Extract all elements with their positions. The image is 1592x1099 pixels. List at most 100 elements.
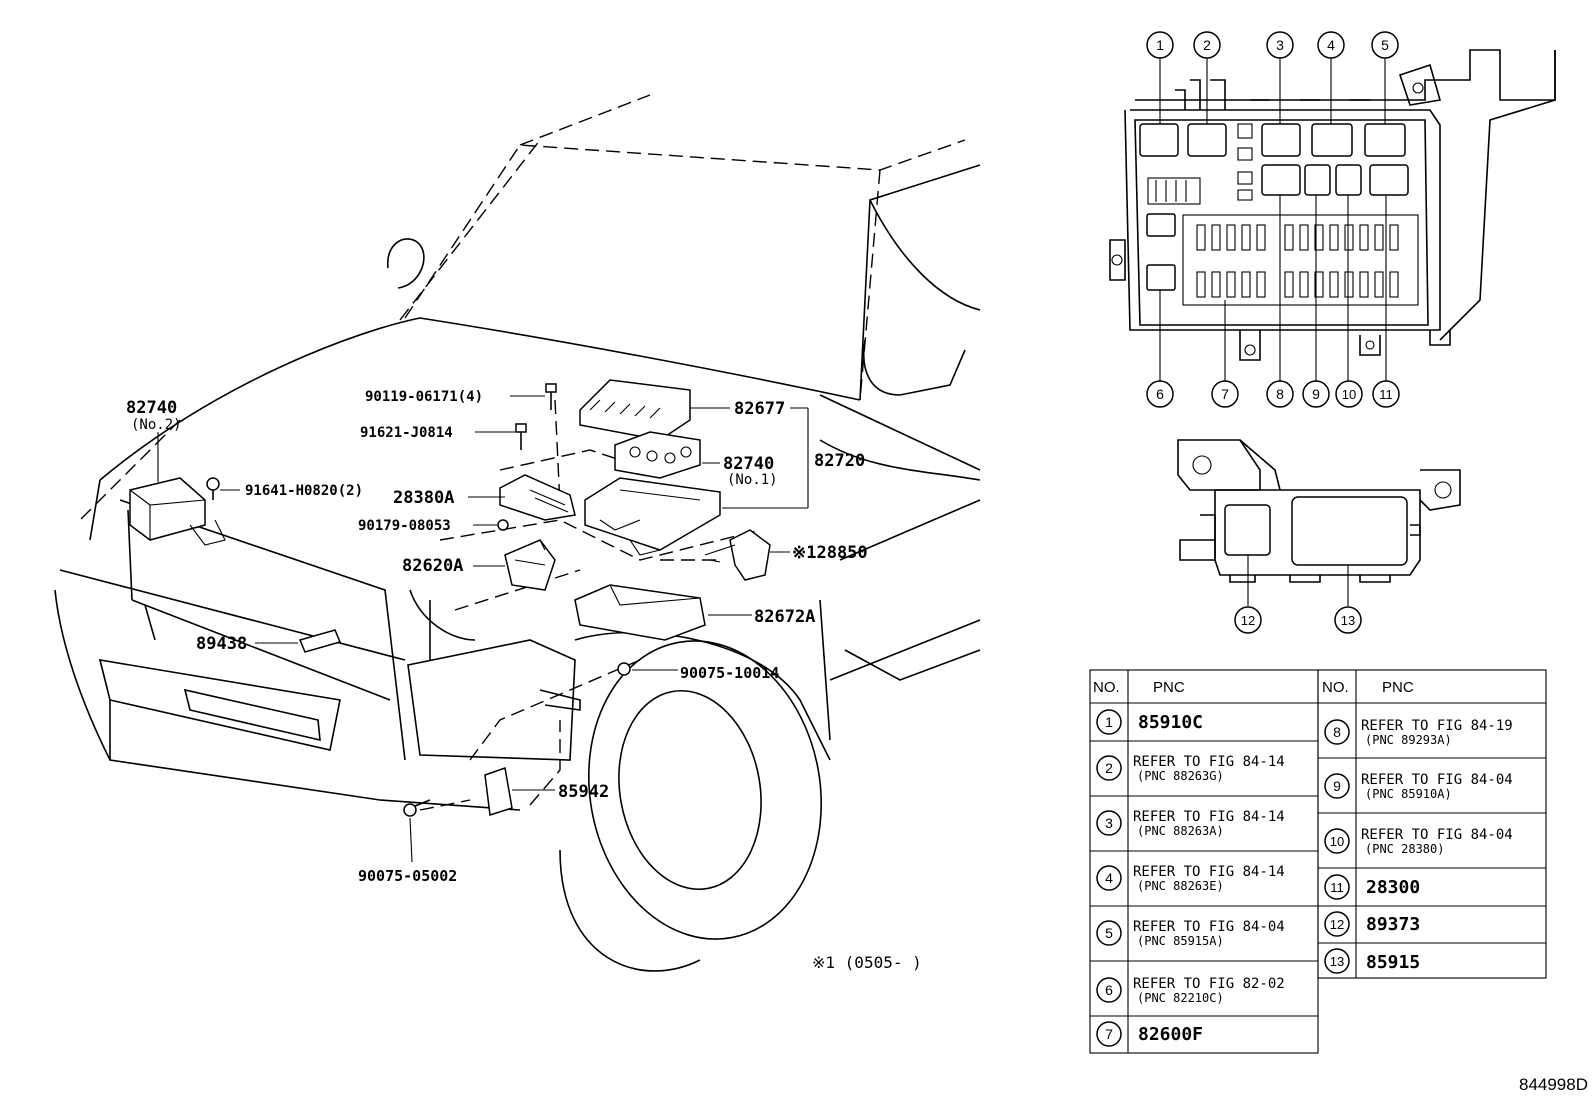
pnc-reference: REFER TO FIG 84-04 <box>1361 772 1513 788</box>
callouts: 82740 (No.2) 90119-06171(4) 91621-J0814 … <box>126 389 922 972</box>
svg-text:11: 11 <box>1379 387 1393 402</box>
fusebox-marker-7: 7 <box>1211 380 1239 408</box>
callout-90075-10014: 90075-10014 <box>680 664 779 682</box>
table-row: 13 85915 <box>1324 948 1420 974</box>
svg-text:9: 9 <box>1312 386 1320 402</box>
fusebox-marker-10: 10 <box>1335 380 1363 408</box>
table-row: 4 REFER TO FIG 84-14 (PNC 88263E) <box>1096 864 1285 893</box>
callout-82740-no2-sub: (No.2) <box>131 417 182 433</box>
pnc-sub: (PNC 88263G) <box>1137 769 1224 783</box>
parts <box>129 379 771 817</box>
svg-text:1: 1 <box>1105 714 1113 730</box>
pnc-value: 82600F <box>1138 1024 1203 1045</box>
pnc-value: 85915 <box>1366 952 1420 973</box>
svg-text:2: 2 <box>1203 37 1211 53</box>
svg-text:3: 3 <box>1276 37 1284 53</box>
callout-82620a: 82620A <box>402 556 463 576</box>
footnote: ※1 (0505- ) <box>812 953 922 972</box>
svg-text:13: 13 <box>1341 613 1355 628</box>
tray-82672A <box>574 584 706 641</box>
relay-number-markers: 12 13 <box>1234 606 1362 634</box>
pnc-reference: REFER TO FIG 84-14 <box>1133 864 1285 880</box>
svg-text:13: 13 <box>1330 954 1344 969</box>
table-header-no-right: NO. <box>1322 679 1349 696</box>
nut-90075-10014 <box>617 662 631 676</box>
pnc-value: 28300 <box>1366 877 1420 898</box>
relay-marker-13: 13 <box>1334 606 1362 634</box>
part-128850 <box>704 529 771 581</box>
leader-lines <box>157 395 809 863</box>
table-row: 7 82600F <box>1096 1021 1203 1047</box>
fuse-block-82720 <box>584 477 721 556</box>
table-row: 11 28300 <box>1324 874 1420 900</box>
table-row: 6 REFER TO FIG 82-02 (PNC 82210C) <box>1096 976 1285 1005</box>
pnc-reference: REFER TO FIG 84-04 <box>1133 919 1285 935</box>
callout-89438: 89438 <box>196 634 247 654</box>
vehicle-line-art <box>54 94 981 972</box>
pnc-reference: REFER TO FIG 84-19 <box>1361 718 1513 734</box>
bracket-82620A <box>504 539 556 591</box>
callout-90119-06171: 90119-06171(4) <box>365 389 483 405</box>
svg-text:4: 4 <box>1105 870 1113 886</box>
relay-box-no2 <box>129 477 226 546</box>
pnc-value: 85910C <box>1138 712 1203 733</box>
fusebox-marker-2: 2 <box>1193 31 1221 59</box>
callout-82740-no2: 82740 <box>126 398 177 418</box>
table-row: 3 REFER TO FIG 84-14 (PNC 88263A) <box>1096 809 1285 838</box>
svg-text:8: 8 <box>1333 724 1341 740</box>
bracket-28380A <box>499 474 576 521</box>
table-row: 5 REFER TO FIG 84-04 (PNC 85915A) <box>1096 919 1285 948</box>
table-row: 1 85910C <box>1096 709 1203 735</box>
pnc-sub: (PNC 89293A) <box>1365 733 1452 747</box>
callout-91621-j0814: 91621-J0814 <box>360 425 453 441</box>
svg-text:10: 10 <box>1342 387 1356 402</box>
relay-85942 <box>484 767 513 816</box>
table-header-pnc-left: PNC <box>1153 679 1185 696</box>
callout-82740-no1: 82740 <box>723 454 774 474</box>
table-row: 2 REFER TO FIG 84-14 (PNC 88263G) <box>1096 754 1285 783</box>
callout-82672a: 82672A <box>754 607 815 627</box>
table-row: 8 REFER TO FIG 84-19 (PNC 89293A) <box>1324 718 1513 747</box>
callout-82720: 82720 <box>814 451 865 471</box>
bolt-90075-05002 <box>403 799 431 817</box>
pnc-sub: (PNC 82210C) <box>1137 991 1224 1005</box>
pnc-reference: REFER TO FIG 84-14 <box>1133 754 1285 770</box>
svg-text:7: 7 <box>1105 1026 1113 1042</box>
relay-marker-12: 12 <box>1234 606 1262 634</box>
fusebox-marker-6: 6 <box>1146 380 1174 408</box>
svg-text:4: 4 <box>1327 37 1335 53</box>
fusebox-marker-11: 11 <box>1372 380 1400 408</box>
callout-82677: 82677 <box>734 399 785 419</box>
svg-text:12: 12 <box>1241 613 1255 628</box>
table-header-pnc-right: PNC <box>1382 679 1414 696</box>
fusebox-marker-4: 4 <box>1317 31 1345 59</box>
svg-text:5: 5 <box>1105 925 1113 941</box>
svg-text:6: 6 <box>1156 386 1164 402</box>
fusebox-marker-3: 3 <box>1266 31 1294 59</box>
bolt-90119 <box>545 383 557 410</box>
svg-text:1: 1 <box>1156 37 1164 53</box>
fusebox-marker-1: 1 <box>1146 31 1174 59</box>
fusebox-marker-9: 9 <box>1302 380 1330 408</box>
pnc-reference: REFER TO FIG 84-04 <box>1361 827 1513 843</box>
svg-text:3: 3 <box>1105 815 1113 831</box>
svg-text:11: 11 <box>1330 880 1344 895</box>
svg-text:7: 7 <box>1221 386 1229 402</box>
callout-82740-no1-sub: (No.1) <box>727 472 778 488</box>
relay-block-no1 <box>614 431 701 479</box>
fusebox-marker-8: 8 <box>1266 380 1294 408</box>
callout-28380a: 28380A <box>393 488 454 508</box>
screw-91641 <box>206 477 220 500</box>
svg-text:12: 12 <box>1330 917 1344 932</box>
fusebox-marker-5: 5 <box>1371 31 1399 59</box>
pnc-sub: (PNC 88263A) <box>1137 824 1224 838</box>
callout-90075-05002: 90075-05002 <box>358 867 457 885</box>
diagram-code: 844998D <box>1519 1075 1588 1094</box>
fusebox-number-markers: 1 2 3 4 5 6 7 8 9 10 11 <box>1146 31 1400 408</box>
pnc-sub: (PNC 28380) <box>1365 842 1444 856</box>
pnc-table: NO. PNC NO. PNC 1 85910C 2 REFER TO FIG … <box>1089 669 1547 1054</box>
table-row: 9 REFER TO FIG 84-04 (PNC 85910A) <box>1324 772 1513 801</box>
svg-text:8: 8 <box>1276 386 1284 402</box>
svg-text:5: 5 <box>1381 37 1389 53</box>
